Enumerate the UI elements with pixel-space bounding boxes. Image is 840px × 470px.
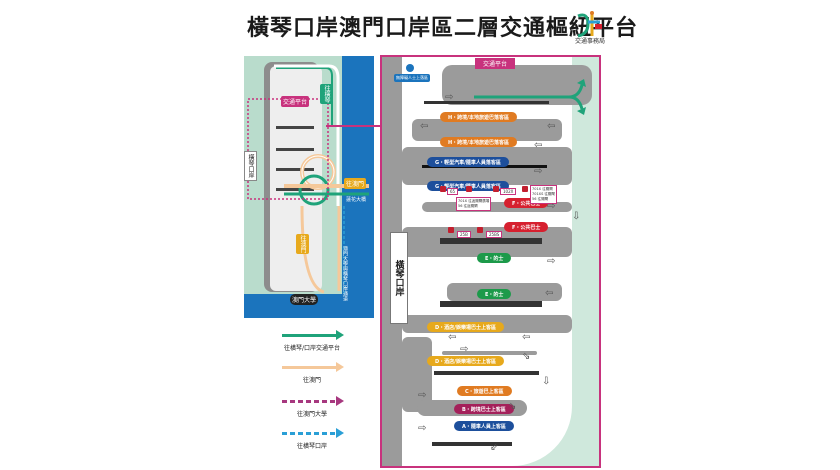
detail-map: 交通平台 無障礙人士上落區 H・跨境/本地旅遊巴落客區 H・跨境/本地旅遊巴落客… [380,55,601,468]
zone-h-2: H・跨境/本地旅遊巴落客區 [440,137,518,147]
bus-info-line: 701X 往返關閘廣場 [458,199,490,203]
bus-info-line: 56 往關閘 [532,197,549,201]
zone-b: B・跨境巴士上客區 [454,404,514,414]
zone-f-2: F・公共巴士 [504,222,549,232]
road-label: 澳門大學與橫琴口岸通道 [342,246,348,301]
direction-arrow-icon: ⇨ [534,166,543,177]
lane-marking [440,238,542,244]
route-tag-macau-2: 往澳門 [296,234,309,254]
port-side-label: 橫琴口岸 [390,232,408,324]
logo-text: 交通事務局 [574,38,605,45]
island [442,351,537,355]
blue-dashed-arrow-icon [282,428,344,438]
accessible-icon [406,64,414,72]
bus-stop-icon [522,186,528,192]
direction-arrow-icon: ⇦ [420,121,429,132]
legend-label: 往橫琴/口岸交通平台 [283,345,341,352]
bus-stop-label: 65 [447,188,459,195]
bus-info-box-1: 701X 往返關閘廣場 56 往返關閘 [456,197,492,211]
direction-arrow-icon: ⇨ [460,344,469,355]
direction-arrow-icon: ⇨ [547,201,556,212]
legend-label: 往澳門 [302,377,321,384]
bridge-label: 蓮花大橋 [346,197,367,203]
platform-label: 交通平台 [281,96,310,107]
zone-e-2: E・的士 [477,289,512,299]
island [422,202,572,212]
lane-marking [440,301,542,307]
zone-d-1: D・酒店/娛樂場巴士上客區 [427,322,504,332]
zone-c: C・旅遊巴上客區 [457,386,512,396]
direction-arrow-icon: ⇨ [445,92,454,103]
bus-stop-icon [466,186,472,192]
bus-info-line: 56 往返關閘 [458,204,478,208]
connector-line [326,125,380,127]
direction-arrow-icon: ⇨ [547,256,556,267]
zone-g-1: G・輕型汽車/隨車人員落客區 [427,157,509,167]
direction-arrow-icon: ⇦ [522,332,531,343]
bus-stop-icon [493,186,499,192]
direction-arrow-icon: ⇙ [490,442,499,453]
purple-dashed-arrow-icon [282,396,344,406]
bus-stop-icon [440,186,446,192]
university-label: 澳門大學 [290,294,319,305]
lane-marking [434,371,539,375]
direction-arrow-icon: ⇘ [508,401,517,412]
zone-f-1: F・公共巴士 [504,198,549,208]
orange-arrow-icon [282,362,344,372]
bus-stop-label: 102X [500,188,517,195]
bus-stop-icon [448,227,454,233]
direction-arrow-icon: ⇨ [418,390,427,401]
bus-stop-icon [477,227,483,233]
legend-label: 往橫琴口岸 [296,443,327,450]
island [402,337,432,412]
accessible-label: 無障礙人士上落區 [394,74,430,82]
page-title: 橫琴口岸澳門口岸區二層交通樞紐平台 [247,16,639,41]
direction-arrow-icon: ⇦ [545,288,554,299]
direction-arrow-icon: ⇩ [572,211,581,222]
dsat-logo-icon [577,11,602,38]
bus-stop-label: 25BS [486,231,503,238]
legend-item: 往橫琴/口岸交通平台 [272,330,352,352]
legend-item: 往橫琴口岸 [272,428,352,450]
bus-info-line: 701XS 往關閘 [532,192,555,196]
direction-arrow-icon: ⇦ [448,332,457,343]
bus-info-box-2: 701X 往關閘 701XS 往關閘 56 往關閘 [530,185,557,204]
direction-arrow-icon: ⇘ [522,351,531,362]
route-tag-hengqin: 往橫琴 [320,84,333,104]
lane-marking [424,101,549,104]
direction-arrow-icon: ⇦ [534,140,543,151]
zone-h-1: H・跨境/本地旅遊巴落客區 [440,112,518,122]
legend-label: 往澳門大學 [296,411,327,418]
legend-item: 往澳門 [272,362,352,384]
overview-map: 交通平台 往橫琴 往澳門 往澳門 蓮花大橋 澳門大學與橫琴口岸通道 澳門大學 橫… [244,56,374,318]
island [412,119,562,141]
direction-arrow-icon: ⇩ [542,376,551,387]
zone-d-2: D・酒店/娛樂場巴士上客區 [427,356,504,366]
bus-info-line: 701X 往關閘 [532,187,553,191]
green-flow-arrow-icon [474,79,586,115]
direction-arrow-icon: ⇨ [418,423,427,434]
port-label: 橫琴口岸 [244,151,257,181]
platform-tag: 交通平台 [475,58,516,69]
zone-a: A・隨車人員上客區 [454,421,514,431]
route-tag-macau-1: 往澳門 [344,178,367,189]
green-arrow-icon [282,330,344,340]
lane-marking [432,442,512,446]
direction-arrow-icon: ⇦ [547,121,556,132]
zone-e-1: E・的士 [477,253,512,263]
bus-stop-label: 25B [457,231,471,238]
legend-item: 往澳門大學 [272,396,352,418]
